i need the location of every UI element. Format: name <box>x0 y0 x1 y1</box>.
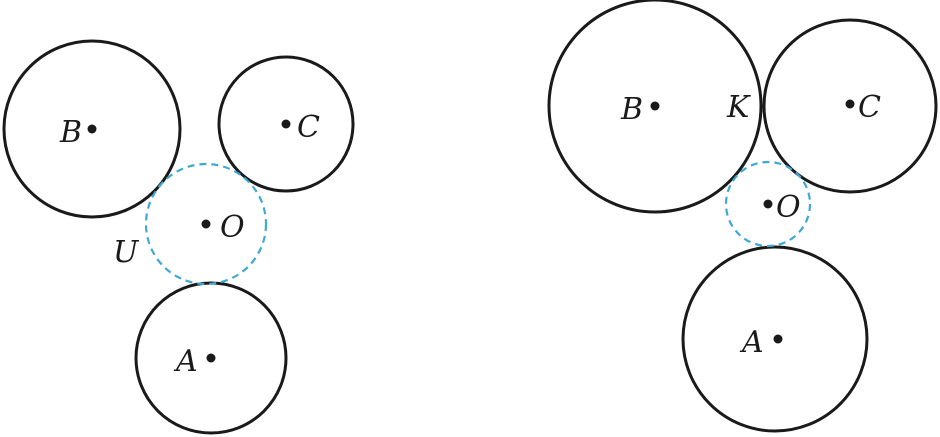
left-center-dot-b <box>87 124 97 134</box>
left-label-c: C <box>297 110 320 145</box>
left-label-b: B <box>59 115 82 150</box>
left-center-dot-o <box>201 219 211 229</box>
right-label-b: B <box>620 92 643 127</box>
right-center-dot-c <box>845 99 855 109</box>
right-label-o: O <box>776 190 801 225</box>
right-circle-b <box>547 0 763 214</box>
right-circle-a <box>681 245 869 433</box>
left-circle-b <box>2 39 182 219</box>
left-circle-c <box>217 55 355 193</box>
right-circle-c <box>762 18 938 194</box>
left-center-dot-a <box>206 353 216 363</box>
left-label-u: U <box>113 235 140 270</box>
left-label-o: O <box>220 210 245 245</box>
right-label-c: C <box>858 90 881 125</box>
figure-left: B C A O U <box>2 39 355 435</box>
left-center-dot-c <box>281 119 291 129</box>
right-circle-o-dashed <box>724 160 812 248</box>
right-center-dot-a <box>773 334 783 344</box>
right-label-k: K <box>726 90 751 125</box>
left-circle-o-dashed <box>144 162 268 286</box>
right-center-dot-b <box>650 101 660 111</box>
figure-right: B C A O K <box>547 0 938 433</box>
left-label-a: A <box>173 344 198 379</box>
right-label-a: A <box>739 325 764 360</box>
right-center-dot-o <box>763 199 773 209</box>
